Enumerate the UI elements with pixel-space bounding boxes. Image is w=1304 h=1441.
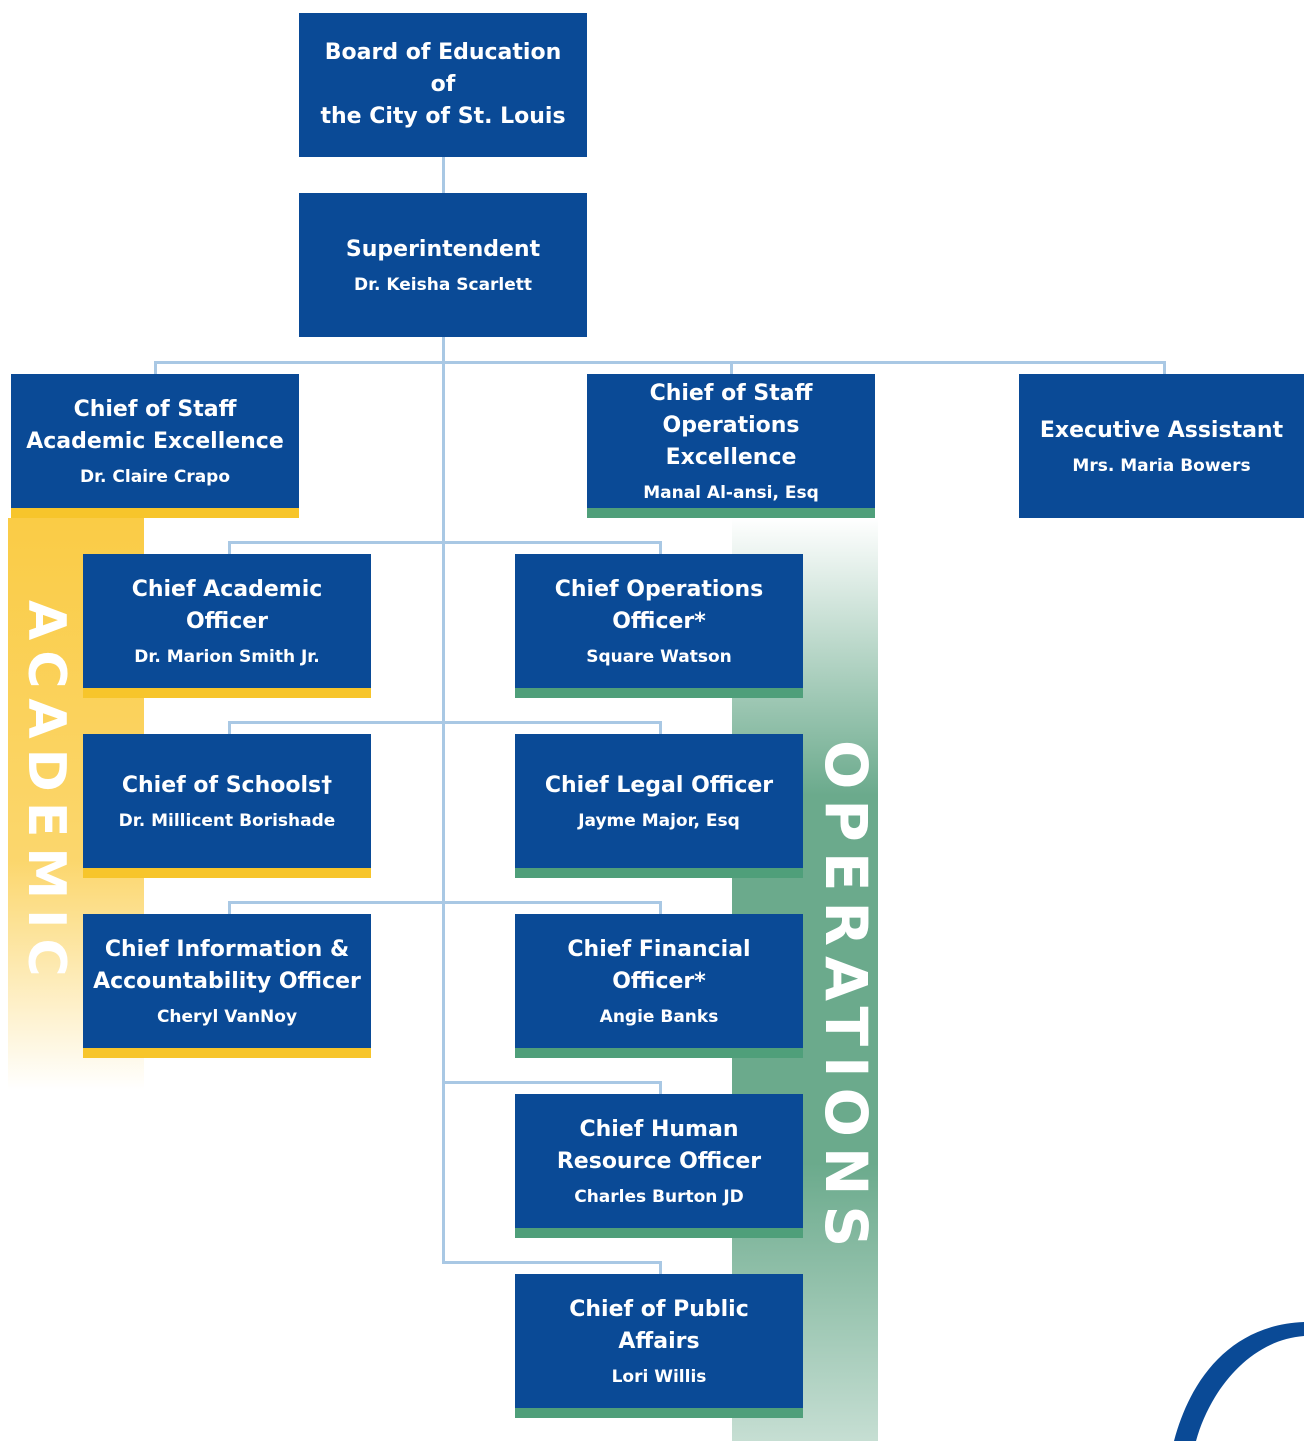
chief-schools-box: Chief of Schools† Dr. Millicent Borishad… bbox=[83, 734, 371, 878]
exec-assistant-title: Executive Assistant bbox=[1039, 418, 1284, 443]
connector-row-1 bbox=[228, 541, 662, 544]
connector-staff-row bbox=[154, 361, 1166, 364]
chief-financial-name: Angie Banks bbox=[599, 1007, 719, 1027]
connector-row-1-left bbox=[228, 541, 231, 554]
chief-hr-title-line2: Resource Officer bbox=[556, 1149, 762, 1174]
chief-public-box: Chief of Public Affairs Lori Willis bbox=[515, 1274, 803, 1418]
connector-row-3 bbox=[228, 901, 662, 904]
chief-legal-name: Jayme Major, Esq bbox=[578, 811, 740, 831]
chief-operations-title-line2: Officer* bbox=[612, 609, 706, 634]
chief-legal-title: Chief Legal Officer bbox=[544, 773, 774, 798]
chief-hr-title-line1: Chief Human bbox=[579, 1117, 739, 1142]
cos-operations-title-line2: Operations Excellence bbox=[662, 413, 800, 470]
operations-label: OPERATIONS bbox=[812, 740, 880, 1258]
connector-row-4-right bbox=[659, 1081, 662, 1094]
connector-row-2-right bbox=[659, 721, 662, 734]
connector-board-superintendent bbox=[442, 157, 445, 193]
connector-row-3-right bbox=[659, 901, 662, 914]
cos-academic-box: Chief of Staff Academic Excellence Dr. C… bbox=[11, 374, 299, 518]
connector-cos-operations bbox=[730, 361, 733, 374]
connector-row-5-right bbox=[659, 1261, 662, 1274]
logo-curve-icon bbox=[1174, 1322, 1304, 1441]
chief-academic-box: Chief Academic Officer Dr. Marion Smith … bbox=[83, 554, 371, 698]
exec-assistant-name: Mrs. Maria Bowers bbox=[1072, 456, 1251, 476]
chief-public-name: Lori Willis bbox=[611, 1367, 707, 1387]
board-title-line2: the City of St. Louis bbox=[320, 104, 566, 129]
cos-academic-title-line1: Chief of Staff bbox=[73, 397, 237, 422]
chief-info-title-line1: Chief Information & bbox=[104, 937, 350, 962]
cos-operations-box: Chief of Staff Operations Excellence Man… bbox=[587, 374, 875, 518]
exec-assistant-box: Executive Assistant Mrs. Maria Bowers bbox=[1019, 374, 1304, 518]
cos-academic-name: Dr. Claire Crapo bbox=[79, 467, 231, 487]
chief-info-box: Chief Information & Accountability Offic… bbox=[83, 914, 371, 1058]
superintendent-name: Dr. Keisha Scarlett bbox=[353, 275, 533, 295]
chief-public-title: Chief of Public Affairs bbox=[569, 1297, 749, 1354]
connector-row-4 bbox=[442, 1081, 662, 1084]
connector-exec-assistant bbox=[1163, 361, 1166, 374]
connector-row-5 bbox=[442, 1261, 662, 1264]
chief-hr-box: Chief Human Resource Officer Charles Bur… bbox=[515, 1094, 803, 1238]
connector-row-1-right bbox=[659, 541, 662, 554]
connector-main-trunk bbox=[442, 337, 445, 1264]
cos-academic-title-line2: Academic Excellence bbox=[26, 429, 284, 454]
cos-operations-title-line1: Chief of Staff bbox=[649, 381, 813, 406]
academic-label: ACADEMIC bbox=[16, 600, 76, 987]
connector-row-2-left bbox=[228, 721, 231, 734]
connector-row-2 bbox=[228, 721, 662, 724]
chief-financial-box: Chief Financial Officer* Angie Banks bbox=[515, 914, 803, 1058]
chief-operations-name: Square Watson bbox=[586, 647, 732, 667]
chief-schools-name: Dr. Millicent Borishade bbox=[118, 811, 336, 831]
connector-cos-academic bbox=[154, 361, 157, 374]
chief-schools-title: Chief of Schools† bbox=[121, 773, 333, 798]
superintendent-title: Superintendent bbox=[345, 237, 541, 262]
chief-info-title-line2: Accountability Officer bbox=[93, 969, 361, 994]
connector-row-3-left bbox=[228, 901, 231, 914]
chief-operations-title-line1: Chief Operations bbox=[554, 577, 764, 602]
chief-financial-title: Chief Financial Officer* bbox=[567, 937, 751, 994]
superintendent-box: Superintendent Dr. Keisha Scarlett bbox=[299, 193, 587, 337]
chief-legal-box: Chief Legal Officer Jayme Major, Esq bbox=[515, 734, 803, 878]
board-title-line1: Board of Education of bbox=[324, 40, 562, 97]
chief-academic-title: Chief Academic Officer bbox=[131, 577, 323, 634]
chief-info-name: Cheryl VanNoy bbox=[156, 1007, 298, 1027]
cos-operations-name: Manal Al-ansi, Esq bbox=[643, 483, 819, 503]
chief-operations-box: Chief Operations Officer* Square Watson bbox=[515, 554, 803, 698]
chief-academic-name: Dr. Marion Smith Jr. bbox=[134, 647, 320, 667]
chief-hr-name: Charles Burton JD bbox=[574, 1187, 744, 1207]
board-box: Board of Education of the City of St. Lo… bbox=[299, 13, 587, 157]
